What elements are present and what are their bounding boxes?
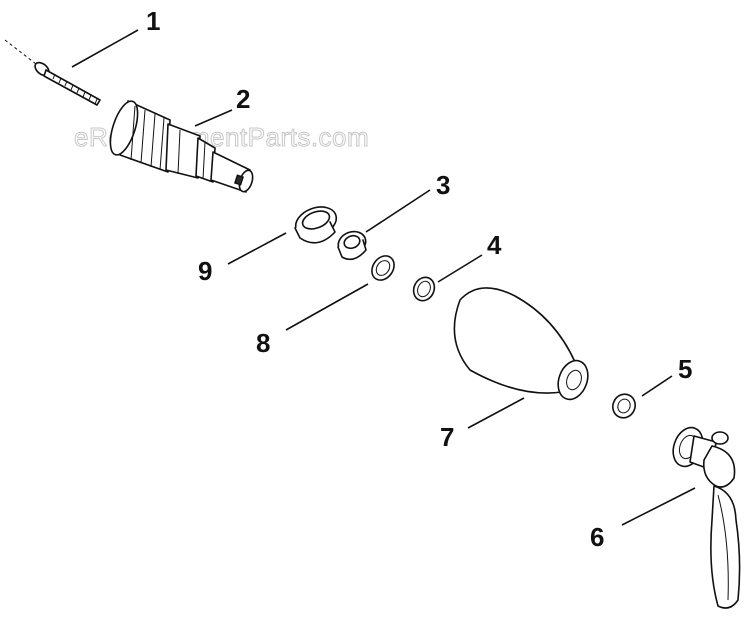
part-5-washer [612,393,636,419]
part-1-screw [4,39,101,106]
leader-1 [71,29,139,68]
leader-3 [365,189,431,233]
part-6-lever-handle [672,426,741,609]
part-2-cartridge [109,100,254,193]
leader-2 [194,109,233,127]
part-9-bushing [294,206,338,244]
leader-8 [285,283,369,331]
leader-6 [621,487,696,526]
callout-5: 5 [678,354,692,384]
callout-3: 3 [436,170,450,200]
callout-6: 6 [590,522,604,552]
callout-9: 9 [198,256,212,286]
leader-9 [227,232,287,265]
callout-2: 2 [236,84,250,114]
callout-8: 8 [256,328,270,358]
callout-1: 1 [146,6,160,36]
part-4-washer [412,276,436,302]
leader-lines [71,29,696,526]
leader-7 [467,397,525,429]
part-7-escutcheon [453,287,589,401]
part-3-adapter-ring [337,230,367,261]
leader-5 [641,375,673,397]
callout-7: 7 [440,422,454,452]
callout-4: 4 [487,230,502,260]
callouts: 1 2 3 4 5 6 7 8 9 [146,6,692,552]
part-8-o-ring [371,255,395,281]
leader-4 [437,254,483,283]
